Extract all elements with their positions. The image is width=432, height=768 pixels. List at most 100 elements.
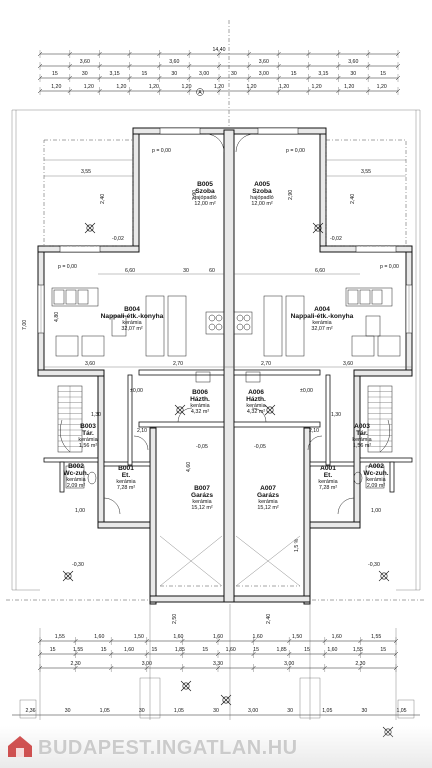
- top-dim-row3: 1,20: [344, 84, 354, 90]
- room-area: 2,09 m²: [67, 483, 85, 489]
- room-name: Et.: [122, 472, 131, 479]
- bottom-dim-row4: 1,05: [396, 708, 406, 714]
- bottom-dim-row2: 1,60: [124, 647, 134, 653]
- windows: [37, 127, 413, 334]
- dim-355-left: 3,55: [81, 169, 91, 175]
- top-dim-row2: 3,00: [259, 71, 269, 77]
- overall-width-label: 14,40: [213, 47, 226, 53]
- room-area: 4,32 m²: [247, 409, 265, 415]
- top-dim-row3: 1,20: [149, 84, 159, 90]
- top-dim-row2: 15: [291, 71, 297, 77]
- room-area: 1,56 m²: [353, 443, 371, 449]
- dim-290-left: 2,90: [192, 190, 198, 200]
- room-code: A005: [254, 181, 270, 188]
- dim-130-right: 1,30: [331, 412, 341, 418]
- dim-060: 60: [209, 268, 215, 274]
- top-dim-row1: 3,60: [259, 59, 269, 65]
- bottom-dim-row1: 1,55: [55, 634, 65, 640]
- top-dim-row3: 1,20: [181, 84, 191, 90]
- room-name: Szoba: [252, 188, 272, 195]
- bottom-dim-row4: 2,36: [25, 708, 35, 714]
- top-dim-row2: 3,15: [318, 71, 328, 77]
- top-dim-row2: 3,15: [110, 71, 120, 77]
- room-area: 15,12 m²: [191, 505, 212, 511]
- room-code: A007: [260, 485, 276, 492]
- dim-130-left: 1,30: [91, 412, 101, 418]
- bottom-dim-row3: 2,30: [355, 661, 365, 667]
- room-code: A003: [354, 423, 370, 430]
- room-code: A006: [248, 389, 264, 396]
- room-name: Wc-zuh.: [363, 470, 388, 477]
- level-markers: p = 0,00 p = 0,00 p = 0,00 p = 0,00 -0,0…: [58, 148, 399, 568]
- elevation-marker-icon: [312, 222, 324, 234]
- bottom-dim-row2: 15: [380, 647, 386, 653]
- bottom-dim-row4: 1,05: [100, 708, 110, 714]
- level-m005-left: -0,05: [196, 444, 208, 450]
- room-finish: kerámia: [312, 320, 331, 326]
- top-dim-row3: 1,20: [312, 84, 322, 90]
- elevation-marker-icon: [62, 570, 74, 582]
- elevation-marker-icon: [264, 404, 276, 416]
- room-code: B005: [197, 181, 213, 188]
- level-m005-right: -0,05: [254, 444, 266, 450]
- bottom-dim-row2: 1,55: [353, 647, 363, 653]
- furniture: [51, 287, 401, 383]
- room-name: Garázs: [191, 492, 213, 499]
- bottom-dim-row1: 1,50: [292, 634, 302, 640]
- bottom-dim-row3: 3,30: [213, 661, 223, 667]
- dim-030: 30: [183, 268, 189, 274]
- bottom-dim-row2: 15: [304, 647, 310, 653]
- bottom-dim-row1: 1,60: [332, 634, 342, 640]
- bottom-dim-row4: 30: [287, 708, 293, 714]
- bottom-dim-row3: 2,30: [71, 661, 81, 667]
- dim-360-left: 3,60: [85, 361, 95, 367]
- dim-355-right: 3,55: [361, 169, 371, 175]
- level-m030-left: -0,30: [72, 562, 84, 568]
- level-m030-right: -0,30: [368, 562, 380, 568]
- room-finish: hajópadló: [250, 195, 273, 201]
- top-dim-row2: 15: [380, 71, 386, 77]
- top-dim-row2: 3,00: [199, 71, 209, 77]
- door-swings: [103, 133, 355, 515]
- level-pp000-right: ±0,00: [300, 388, 313, 394]
- room-area: 2,09 m²: [367, 483, 385, 489]
- room-finish: kerámia: [318, 479, 337, 485]
- elevation-marker-icon: [174, 404, 186, 416]
- room-finish: kerámia: [366, 477, 385, 483]
- watermark: BUDAPEST.INGATLAN.HU: [0, 726, 432, 768]
- room-code: B003: [80, 423, 96, 430]
- bottom-dim-row4: 1,05: [174, 708, 184, 714]
- top-dim-row2: 30: [231, 71, 237, 77]
- dim-660-right: 6,60: [315, 268, 325, 274]
- dim-240-right: 2,40: [350, 194, 356, 204]
- top-dim-row2: 15: [52, 71, 58, 77]
- bottom-dim-row2: 15: [101, 647, 107, 653]
- bottom-dim-row2: 15: [253, 647, 259, 653]
- bottom-dim-row2: 1,55: [73, 647, 83, 653]
- top-dim-row3: 1,20: [214, 84, 224, 90]
- bottom-dim-row2: 1,60: [327, 647, 337, 653]
- top-dim-row1: 3,60: [80, 59, 90, 65]
- bottom-dim-row2: 1,85: [175, 647, 185, 653]
- bottom-dim-row4: 1,05: [322, 708, 332, 714]
- dim-100-right: 1,00: [371, 508, 381, 514]
- garage-doors: [159, 535, 301, 587]
- terraces: [43, 139, 407, 247]
- axis-label: A: [198, 90, 202, 96]
- bottom-dim-row3: 3,00: [142, 661, 152, 667]
- top-dim-row2: 30: [171, 71, 177, 77]
- bottom-dim-row2: 1,60: [226, 647, 236, 653]
- bottom-dim-row1: 1,55: [371, 634, 381, 640]
- room-name: Et.: [324, 472, 333, 479]
- room-code: B006: [192, 389, 208, 396]
